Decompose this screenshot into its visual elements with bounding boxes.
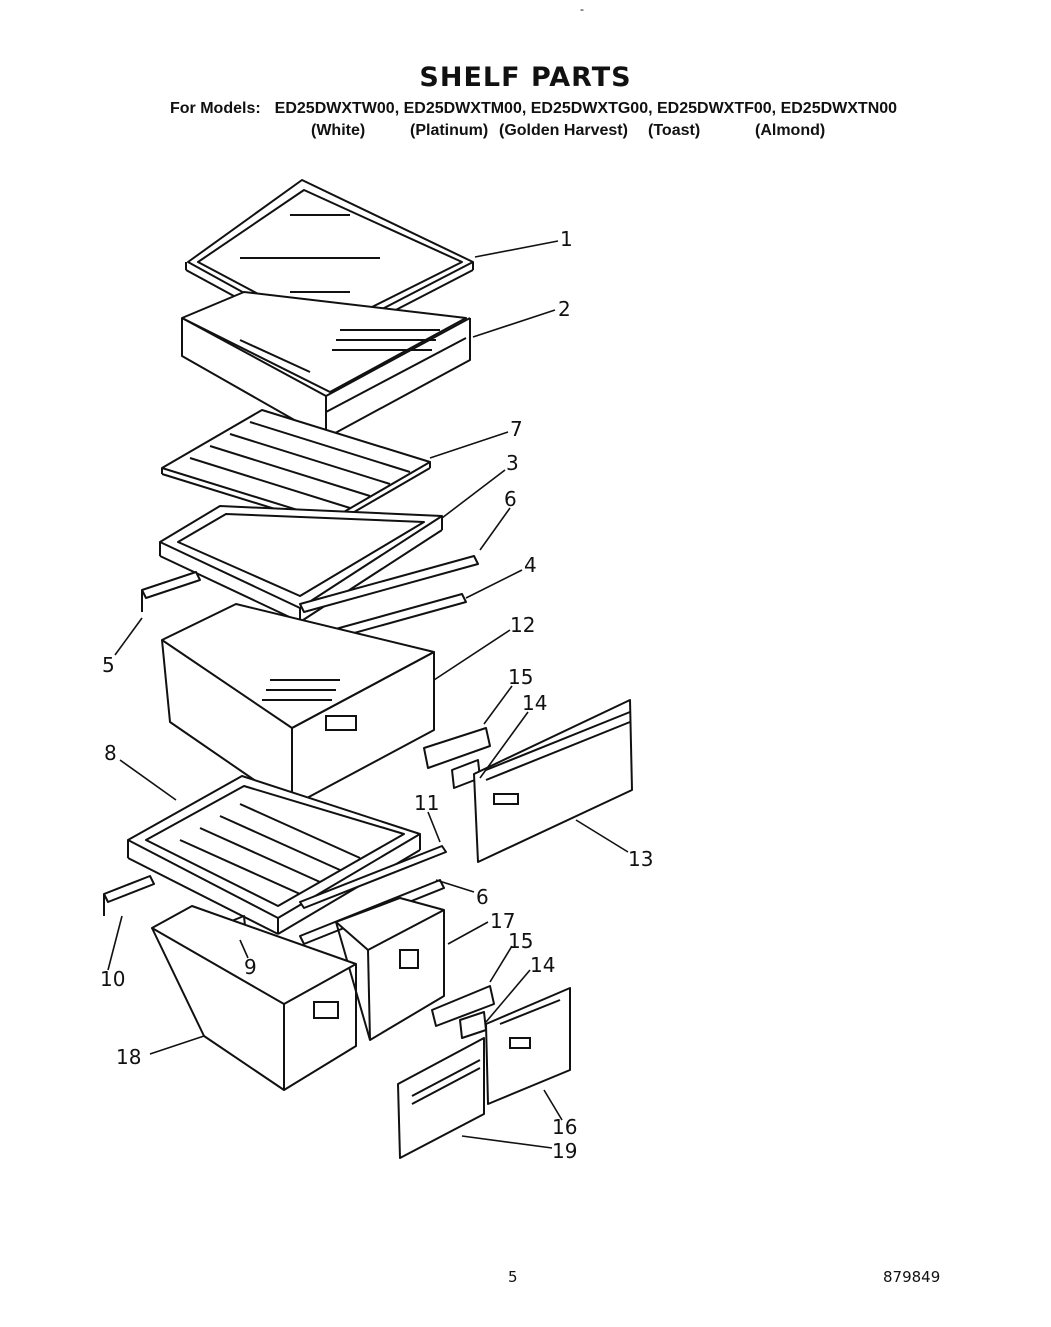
leader-lines	[107, 240, 629, 1149]
callout-12: 12	[510, 613, 535, 637]
callout-15-lower: 15	[508, 929, 533, 953]
callout-15-upper: 15	[508, 665, 533, 689]
callout-14-lower: 14	[530, 953, 555, 977]
callout-14-upper: 14	[522, 691, 547, 715]
part-11-rail	[299, 845, 447, 909]
callout-7: 7	[510, 417, 523, 441]
color-white: (White)	[311, 122, 366, 139]
callout-16: 16	[552, 1115, 577, 1139]
part-6-rail-upper	[299, 555, 479, 613]
callout-6-upper: 6	[504, 487, 517, 511]
color-almond: (Almond)	[755, 122, 826, 139]
callout-6-lower: 6	[476, 885, 489, 909]
callout-11: 11	[414, 791, 439, 815]
color-platinum: (Platinum)	[410, 122, 489, 139]
models-list: ED25DWXTW00, ED25DWXTM00, ED25DWXTG00, E…	[274, 100, 898, 117]
callout-3: 3	[506, 451, 519, 475]
callout-19: 19	[552, 1139, 577, 1163]
part-17-small-drawer	[335, 897, 445, 1041]
page-number: 5	[508, 1268, 518, 1286]
part-16-small-drawer-front	[485, 987, 571, 1105]
part-15-bracket-upper	[423, 727, 491, 769]
callout-1: 1	[560, 227, 573, 251]
callout-2: 2	[558, 297, 571, 321]
color-golden-harvest: (Golden Harvest)	[499, 122, 628, 139]
callout-9: 9	[244, 955, 257, 979]
part-13-crisper-front	[473, 699, 633, 863]
models-label: For Models:	[170, 100, 261, 117]
callout-17: 17	[490, 909, 515, 933]
models-line: For Models: ED25DWXTW00, ED25DWXTM00, ED2…	[170, 100, 897, 118]
part-2-meat-pan	[181, 291, 471, 439]
callout-4: 4	[524, 553, 537, 577]
document-number: 879849	[883, 1268, 941, 1286]
header-tick-mark: -	[580, 2, 584, 16]
part-15-bracket-lower	[431, 985, 495, 1027]
part-12-crisper-pan	[161, 603, 435, 807]
part-18-large-drawer	[151, 905, 357, 1091]
callout-13: 13	[628, 847, 653, 871]
part-10-side-rail	[103, 875, 155, 916]
callout-18: 18	[116, 1045, 141, 1069]
color-toast: (Toast)	[648, 122, 701, 139]
part-5-side-rail	[141, 571, 201, 612]
callout-5: 5	[102, 653, 115, 677]
part-7-glass-insert	[161, 409, 431, 527]
page-title: SHELF PARTS	[419, 62, 632, 93]
callout-8: 8	[104, 741, 117, 765]
callout-labels: 1 2 7 3 6 4 5 12 15 14 8 11 13 6 10 17 9…	[100, 227, 653, 1163]
part-19-large-drawer-front	[397, 1037, 485, 1159]
callout-10: 10	[100, 967, 125, 991]
